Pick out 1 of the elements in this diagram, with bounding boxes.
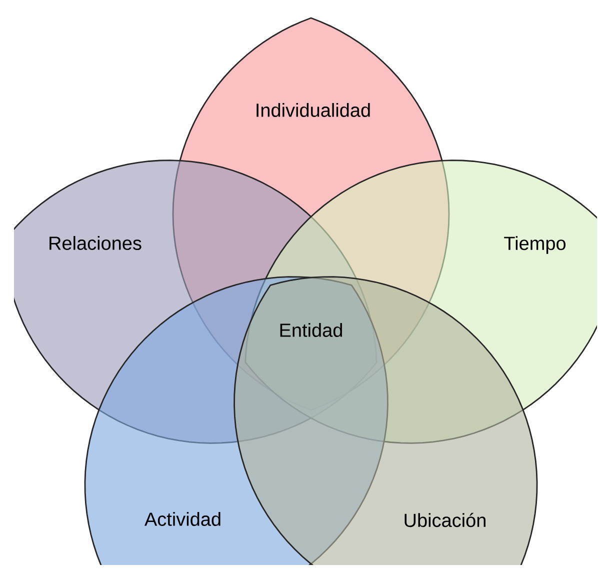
venn-center: Entidad xyxy=(280,323,342,337)
